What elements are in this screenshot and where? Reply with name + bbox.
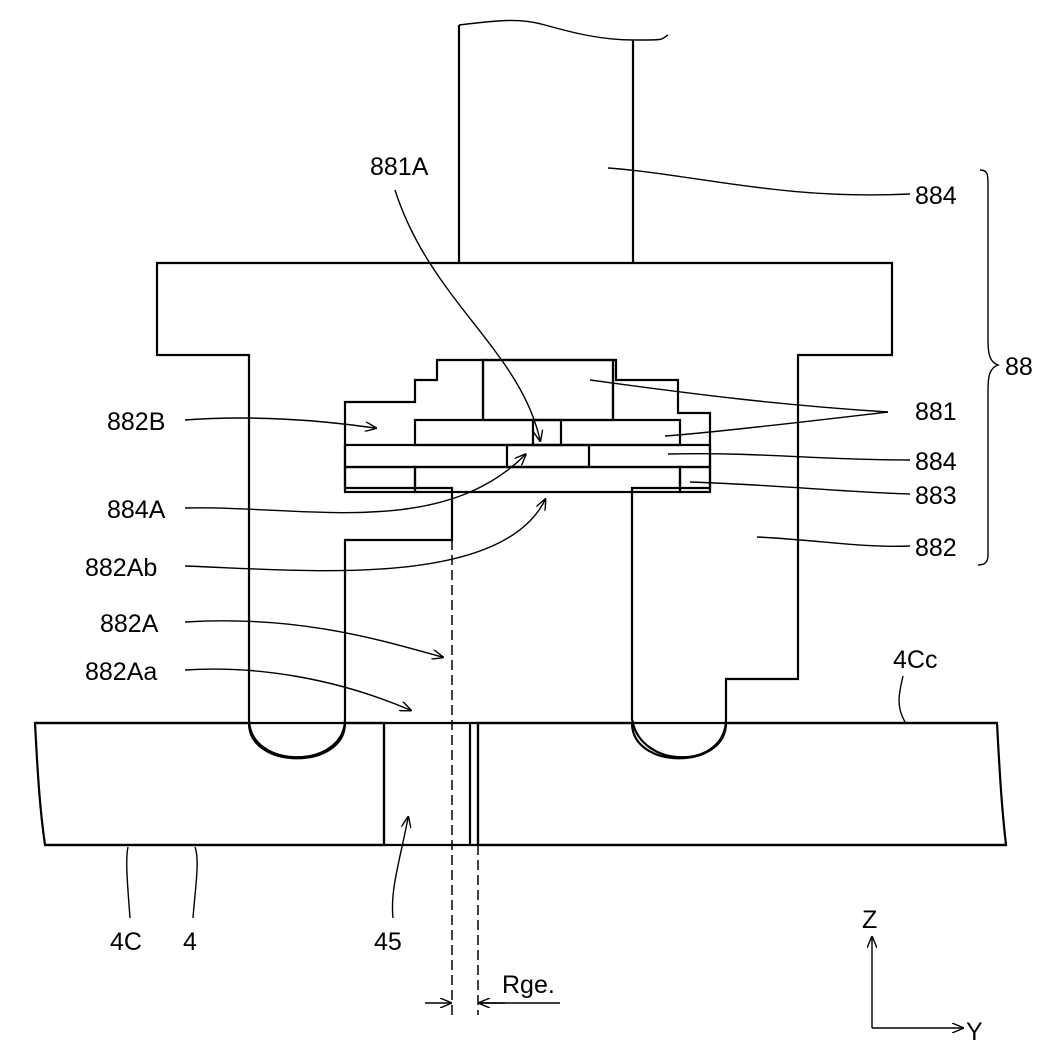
shaft-884 (459, 20, 668, 263)
label-882: 882 (915, 534, 957, 562)
label-rge: Rge. (502, 971, 555, 999)
label-881: 881 (915, 398, 957, 426)
brace-88 (978, 170, 998, 565)
layer-884 (345, 445, 710, 467)
label-4C: 4C (110, 928, 142, 956)
label-883: 883 (915, 482, 957, 510)
label-882Aa: 882Aa (85, 658, 157, 686)
base-plate-4 (35, 723, 1006, 845)
label-y-axis: Y (966, 1018, 983, 1046)
component-881 (483, 360, 613, 420)
axis-indicator (872, 938, 962, 1028)
label-z-axis: Z (862, 906, 877, 934)
label-88: 88 (1005, 353, 1033, 381)
label-882Ab: 882Ab (85, 554, 157, 582)
label-881A: 881A (370, 153, 429, 181)
label-882B: 882B (107, 408, 165, 436)
layer-881-plate (415, 420, 680, 445)
label-4: 4 (183, 928, 197, 956)
leader-lines (127, 168, 910, 918)
label-45: 45 (374, 928, 402, 956)
label-4Cc: 4Cc (893, 646, 937, 674)
label-884: 884 (915, 448, 957, 476)
hole-45 (384, 723, 478, 845)
label-884A: 884A (107, 496, 166, 524)
label-882A: 882A (100, 610, 159, 638)
label-884-top: 884 (915, 182, 957, 210)
dashed-lines (452, 540, 478, 1015)
